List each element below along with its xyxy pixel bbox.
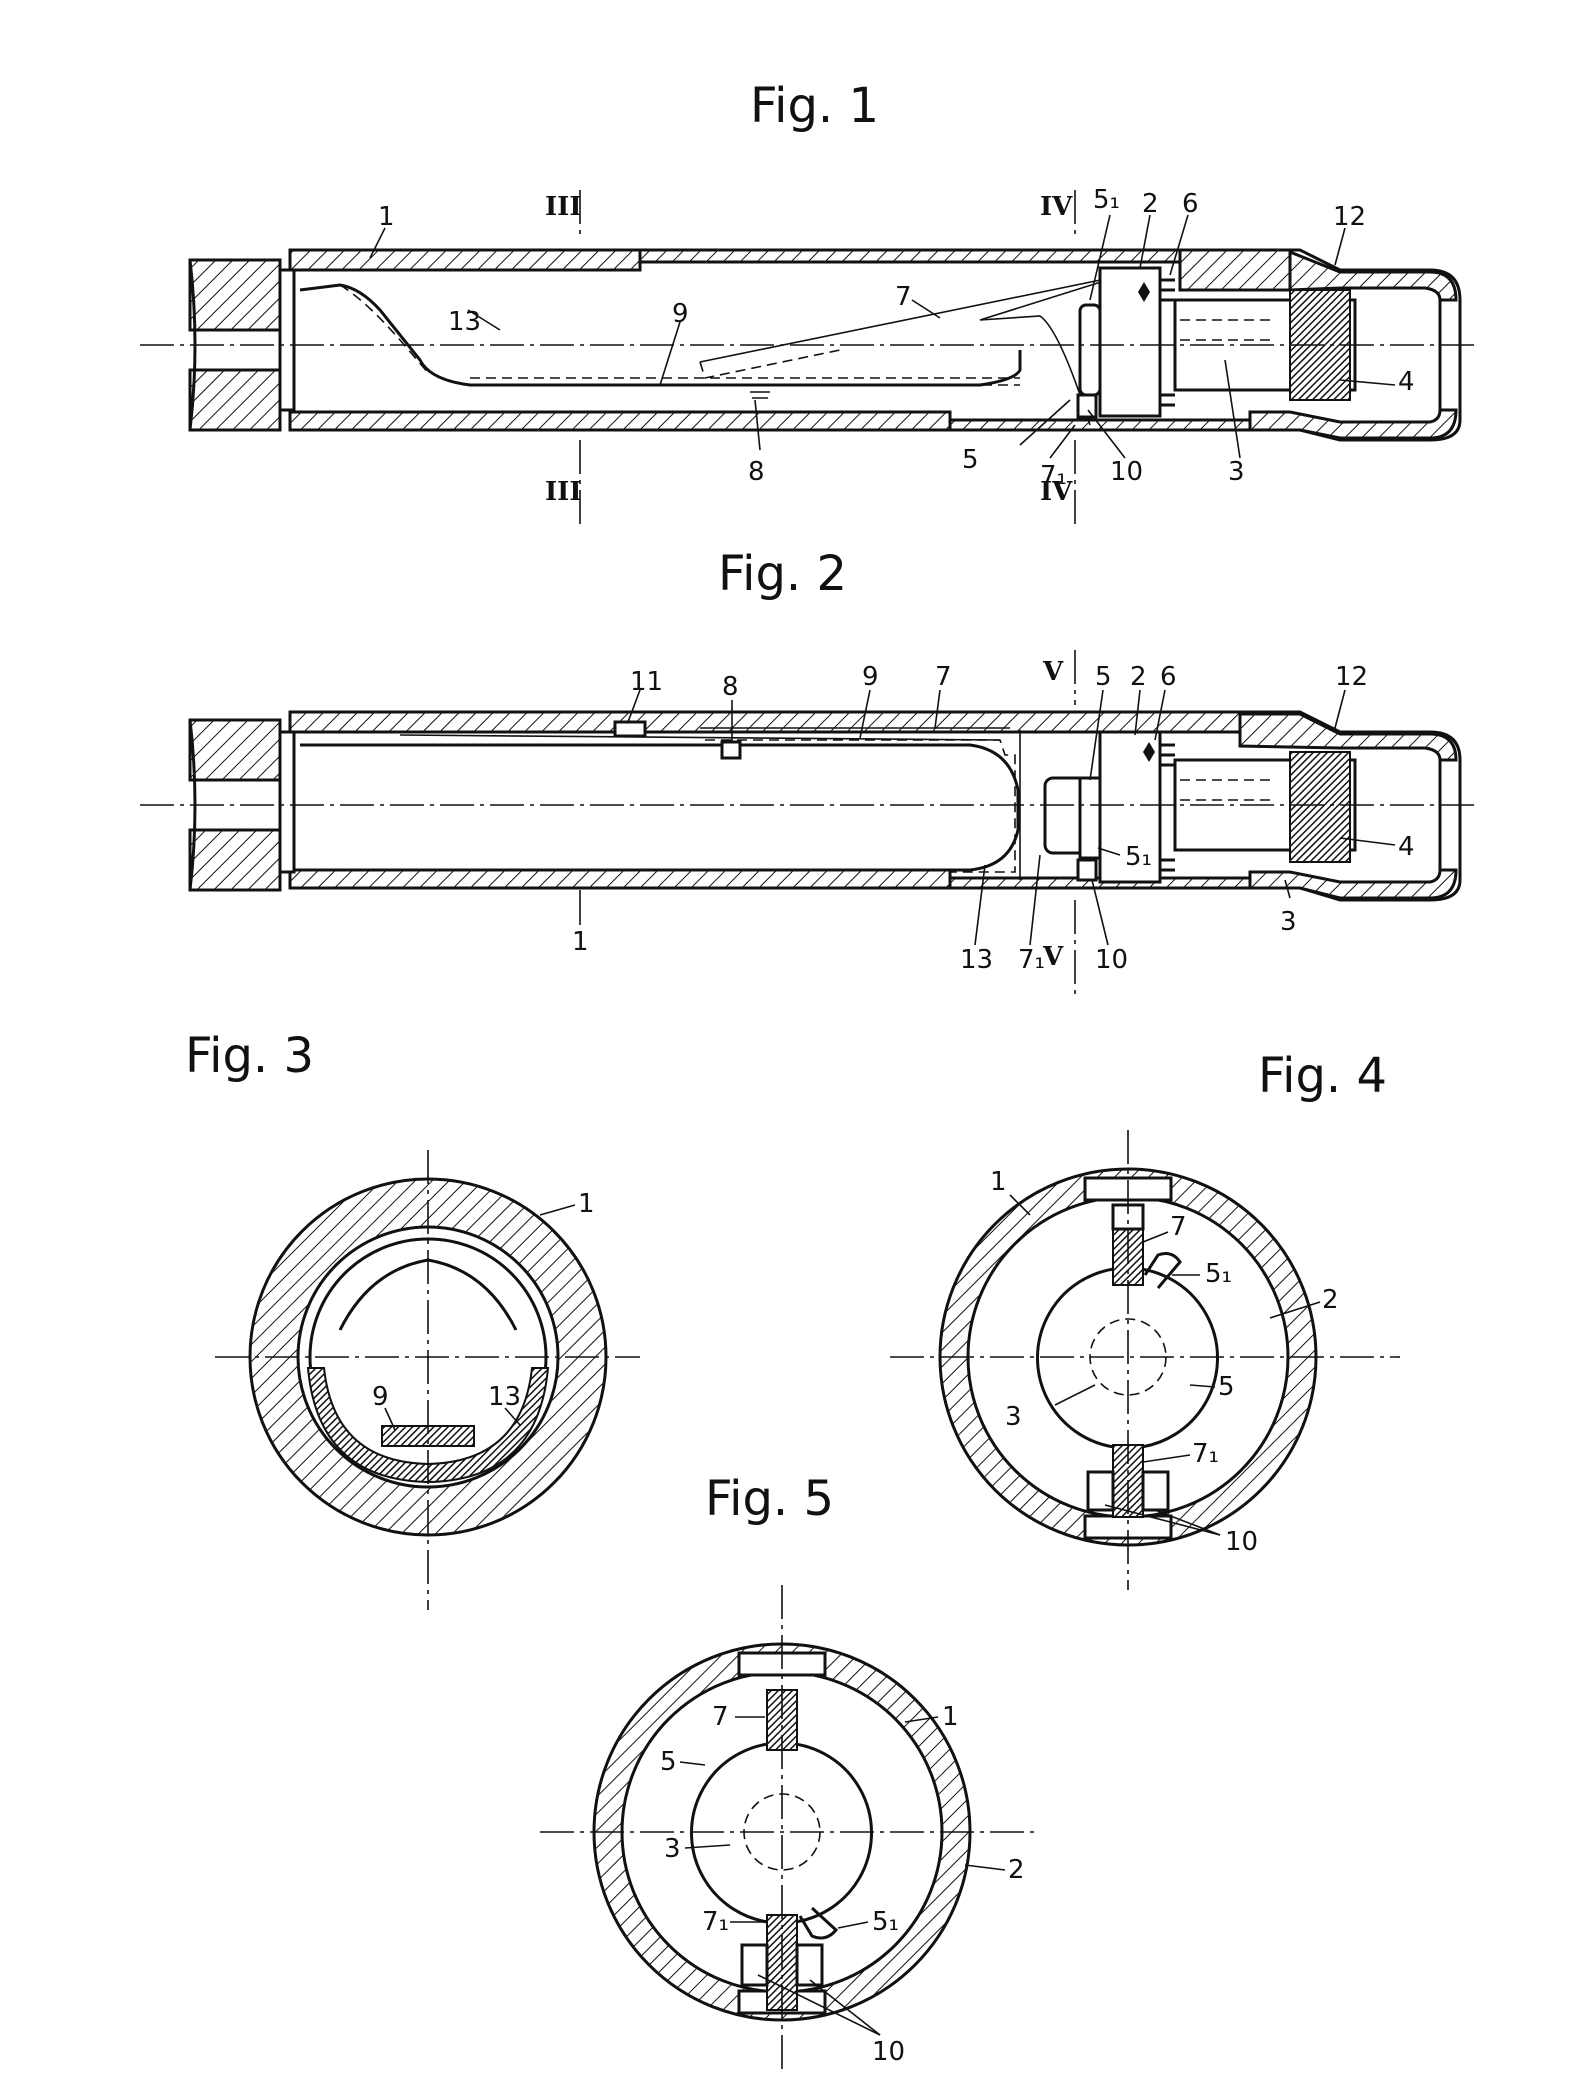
- figure-1: Fig. 1: [140, 78, 1480, 530]
- fig1-lever-7: [470, 276, 1120, 425]
- fig1-label-7: 7: [895, 282, 912, 312]
- fig1-section-mark-iii-bottom: III: [545, 477, 582, 507]
- fig1-label-5-1: 5₁: [1093, 185, 1120, 215]
- fig1-label-8: 8: [748, 457, 765, 487]
- fig2-label-3: 3: [1280, 907, 1297, 937]
- fig2-label-7: 7: [935, 662, 952, 692]
- fig5-stop-10-left: [742, 1945, 767, 1985]
- fig2-label-8: 8: [722, 672, 739, 702]
- fig2-label-4: 4: [1398, 832, 1415, 862]
- fig2-label-11: 11: [630, 667, 663, 697]
- fig1-label-12: 12: [1333, 202, 1366, 232]
- fig1-label-6: 6: [1182, 189, 1199, 219]
- figure-5-title: Fig. 5: [705, 1471, 834, 1527]
- fig2-label-5: 5: [1095, 662, 1112, 692]
- fig2-section-mark-v-bottom: V: [1042, 942, 1064, 972]
- fig4-label-7: 7: [1170, 1212, 1187, 1242]
- figure-4-title: Fig. 4: [1258, 1048, 1387, 1104]
- fig2-mechanism: [1045, 732, 1355, 882]
- fig5-label-7-1: 7₁: [702, 1907, 729, 1937]
- fig4-label-10: 10: [1225, 1527, 1258, 1557]
- figure-2-title: Fig. 2: [718, 546, 847, 602]
- fig1-label-5: 5: [962, 445, 979, 475]
- fig1-label-2: 2: [1142, 189, 1159, 219]
- fig4-label-2: 2: [1322, 1285, 1339, 1315]
- fig5-label-1: 1: [942, 1702, 959, 1732]
- fig5-label-3: 3: [664, 1834, 681, 1864]
- fig1-section-mark-iv-top: IV: [1040, 192, 1073, 222]
- fig5-stop-10-right: [797, 1945, 822, 1985]
- fig5-label-5: 5: [660, 1747, 677, 1777]
- fig4-label-1: 1: [990, 1167, 1007, 1197]
- fig2-label-10: 10: [1095, 945, 1128, 975]
- fig4-stop-10-left: [1088, 1472, 1113, 1510]
- fig2-label-2: 2: [1130, 662, 1147, 692]
- fig2-label-7-1: 7₁: [1018, 945, 1045, 975]
- fig1-section-mark-iv-bottom: IV: [1040, 477, 1073, 507]
- figure-5: Fig. 5 7 1 5 3 2: [540, 1471, 1040, 2070]
- fig4-label-5-1: 5₁: [1205, 1259, 1232, 1289]
- figure-3-title: Fig. 3: [185, 1028, 314, 1084]
- fig2-label-6: 6: [1160, 662, 1177, 692]
- fig1-label-3: 3: [1228, 457, 1245, 487]
- fig1-label-4: 4: [1398, 367, 1415, 397]
- fig2-label-1: 1: [572, 927, 589, 957]
- fig5-label-2: 2: [1008, 1855, 1025, 1885]
- fig5-label-7: 7: [712, 1702, 729, 1732]
- fig2-label-5-1: 5₁: [1125, 842, 1152, 872]
- fig5-label-10: 10: [872, 2037, 905, 2067]
- fig2-section-mark-v-top: V: [1042, 657, 1064, 687]
- fig4-stop-10-right: [1143, 1472, 1168, 1510]
- fig4-label-5: 5: [1218, 1372, 1235, 1402]
- fig4-label-3: 3: [1005, 1402, 1022, 1432]
- fig2-label-12: 12: [1335, 662, 1368, 692]
- fig2-label-9: 9: [862, 662, 879, 692]
- fig4-label-7-1: 7₁: [1192, 1439, 1219, 1469]
- figure-2: Fig. 2: [140, 546, 1480, 1000]
- fig1-label-13: 13: [448, 307, 481, 337]
- fig1-label-10: 10: [1110, 457, 1143, 487]
- fig1-label-9: 9: [672, 299, 689, 329]
- figure-4: Fig. 4 1 7 5₁ 2 5: [890, 1048, 1400, 1590]
- figure-3: Fig. 3 1 9 13: [185, 1028, 640, 1610]
- fig5-label-5-1: 5₁: [872, 1907, 899, 1937]
- fig1-section-mark-iii-top: III: [545, 192, 582, 222]
- figure-1-title: Fig. 1: [750, 78, 879, 134]
- fig3-label-13: 13: [488, 1382, 521, 1412]
- fig2-label-13: 13: [960, 945, 993, 975]
- fig3-label-9: 9: [372, 1382, 389, 1412]
- fig3-label-1: 1: [578, 1189, 595, 1219]
- fig1-label-1: 1: [378, 202, 395, 232]
